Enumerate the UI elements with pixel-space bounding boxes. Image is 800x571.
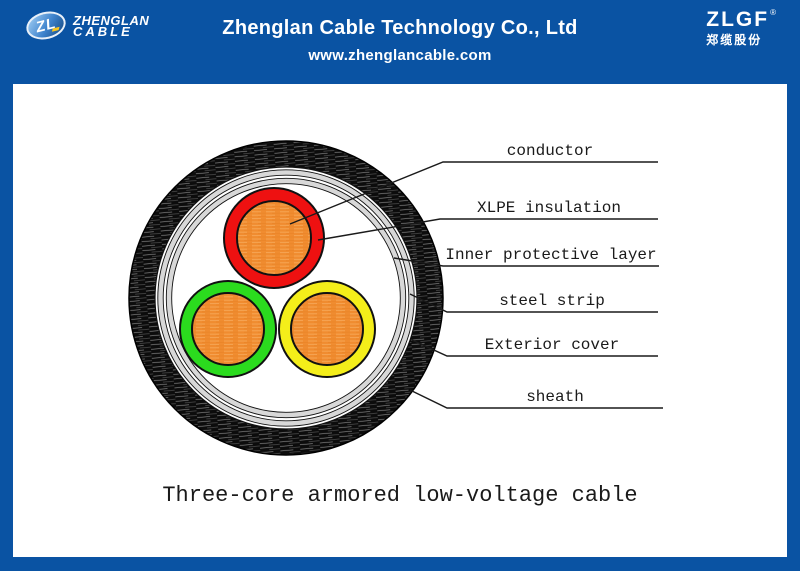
zlgf-logo: ZLGF ® 郑缆股份 (706, 8, 776, 48)
logo-wordmark: ZHENGLAN CABLE (73, 13, 150, 39)
label-sheath: sheath (526, 388, 584, 406)
company-title: Zhenglan Cable Technology Co., Ltd (222, 17, 578, 39)
zlgf-brand-text: ZLGF (706, 8, 770, 31)
label-steel-strip: steel strip (499, 292, 605, 310)
label-inner-protective-layer: Inner protective layer (445, 246, 657, 264)
zhenglan-logo: ZL ZHENGLAN CABLE (23, 7, 150, 44)
header-center: Zhenglan Cable Technology Co., Ltd www.z… (0, 0, 800, 64)
label-conductor: conductor (506, 142, 594, 160)
logo-word-cable: CABLE (73, 24, 133, 39)
header-bar: ZL ZHENGLAN CABLE Zhenglan Cable Technol… (0, 0, 800, 84)
label-exterior-cover: Exterior cover (484, 336, 620, 354)
zlgf-chinese-text: 郑缆股份 (706, 33, 763, 47)
registered-mark: ® (770, 8, 776, 17)
website-url: www.zhenglancable.com (308, 47, 492, 64)
label-xlpe-insulation: XLPE insulation (476, 199, 622, 217)
logo-word-zhenglan: ZHENGLAN (73, 13, 150, 28)
caption: Three-core armored low-voltage cable (162, 483, 638, 508)
